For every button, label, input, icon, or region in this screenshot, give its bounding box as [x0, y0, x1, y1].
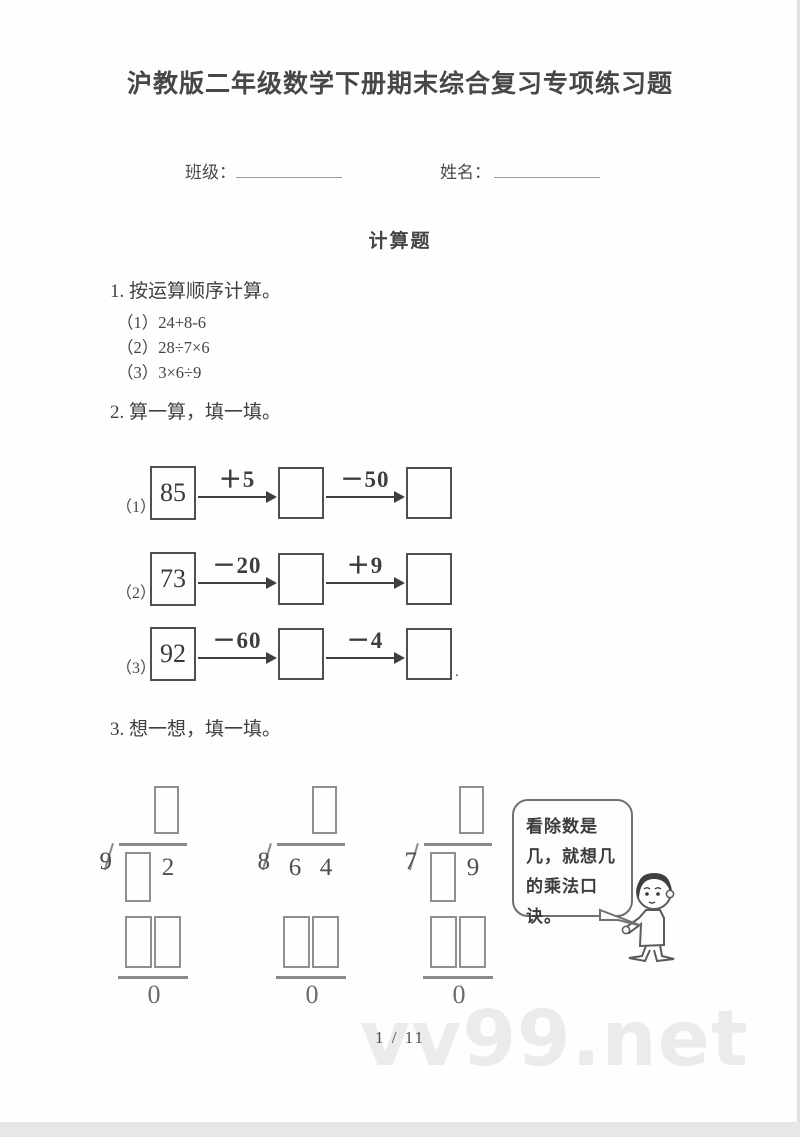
- operation-label: －4: [346, 628, 384, 653]
- dividend-digit: 6: [288, 854, 302, 881]
- flow-arrow: －60: [198, 627, 277, 664]
- name-blank-line: [494, 162, 600, 178]
- start-number-box: 73: [150, 552, 196, 606]
- division-bar: [119, 843, 187, 846]
- class-label: 班级：: [185, 163, 236, 182]
- row-suffix: .: [455, 664, 459, 680]
- arrow-line-icon: [326, 577, 405, 589]
- start-number-box: 85: [150, 466, 196, 520]
- subtraction-line: [423, 976, 493, 979]
- problem1-items: （1）24+8-6 （2）28÷7×6 （3）3×6÷9: [117, 310, 210, 385]
- flow-arrow: －50: [326, 466, 405, 503]
- arrow-line-icon: [326, 491, 405, 503]
- answer-box: [406, 467, 452, 519]
- cartoon-boy-illustration: [621, 873, 675, 963]
- bottom-gray-strip: [0, 1122, 800, 1137]
- operation-label: －20: [212, 553, 262, 578]
- problem1-item: （2）28÷7×6: [117, 338, 210, 357]
- flow-arrow: －4: [326, 627, 405, 664]
- remainder: 0: [305, 980, 319, 1009]
- flow-arrow: ＋9: [326, 552, 405, 589]
- page-edge-line: [797, 0, 800, 1137]
- divisor: 7: [404, 848, 418, 875]
- remainder: 0: [452, 980, 466, 1009]
- division-bar: [424, 843, 492, 846]
- flow-row-3: （3） 92 －60 －4 .: [116, 627, 459, 681]
- product-answer-box: [312, 916, 339, 968]
- section-heading: 计算题: [368, 231, 432, 252]
- class-blank-line: [236, 162, 342, 178]
- divisor: 9: [99, 848, 113, 875]
- product-answer-box: [459, 916, 486, 968]
- answer-box: [406, 628, 452, 680]
- page-number: 1 / 11: [374, 1028, 426, 1047]
- speech-bubble-tail: [599, 908, 643, 927]
- dividend-digit: 9: [466, 854, 480, 881]
- flow-arrow: －20: [198, 552, 277, 589]
- dividend-digit: 2: [161, 854, 175, 881]
- problem3-title: 3. 想一想，填一填。: [110, 719, 282, 740]
- operation-label: －50: [340, 467, 390, 492]
- row-label: （2）: [116, 585, 157, 602]
- divisor: 8: [257, 848, 271, 875]
- product-answer-box: [430, 916, 457, 968]
- flow-row-2: （2） 73 －20 ＋9: [116, 552, 452, 606]
- quotient-answer-box: [312, 786, 337, 834]
- arrow-line-icon: [326, 652, 405, 664]
- operation-label: －60: [212, 628, 262, 653]
- answer-box: [278, 628, 324, 680]
- watermark: vv99.net: [360, 995, 749, 1084]
- division-bar: [277, 843, 345, 846]
- problem1-item: （3）3×6÷9: [117, 363, 202, 382]
- quotient-answer-box: [459, 786, 484, 834]
- row-label: （3）: [116, 660, 157, 677]
- row-label: （1）: [116, 499, 157, 516]
- product-answer-box: [125, 916, 152, 968]
- flow-row-1: （1） 85 ＋5 －50: [116, 466, 452, 520]
- product-answer-box: [154, 916, 181, 968]
- long-division-diagram-1: 9 2 0: [98, 782, 194, 1010]
- long-division-diagram-2: 8 6 4 0: [256, 782, 352, 1010]
- product-answer-box: [283, 916, 310, 968]
- page-title: 沪教版二年级数学下册期末综合复习专项练习题: [126, 71, 673, 98]
- dividend-answer-box: [430, 852, 456, 902]
- flow-arrow: ＋5: [198, 466, 277, 503]
- quotient-answer-box: [154, 786, 179, 834]
- subtraction-line: [118, 976, 188, 979]
- speech-bubble: 看除数是几，就想几的乘法口诀。: [512, 799, 633, 926]
- arrow-line-icon: [198, 652, 277, 664]
- answer-box: [278, 467, 324, 519]
- problem1-item: （1）24+8-6: [117, 313, 207, 332]
- subtraction-line: [276, 976, 346, 979]
- problem1-title: 1. 按运算顺序计算。: [110, 281, 282, 302]
- dividend-digit: 4: [319, 854, 333, 881]
- dividend-answer-box: [125, 852, 151, 902]
- remainder: 0: [147, 980, 161, 1009]
- arrow-line-icon: [198, 491, 277, 503]
- long-division-diagram-3: 7 9 0: [403, 782, 499, 1010]
- arrow-line-icon: [198, 577, 277, 589]
- answer-box: [278, 553, 324, 605]
- problem2-title: 2. 算一算，填一填。: [110, 402, 282, 423]
- operation-label: ＋5: [218, 467, 256, 492]
- start-number-box: 92: [150, 627, 196, 681]
- operation-label: ＋9: [346, 553, 384, 578]
- name-label: 姓名：: [440, 163, 491, 182]
- answer-box: [406, 553, 452, 605]
